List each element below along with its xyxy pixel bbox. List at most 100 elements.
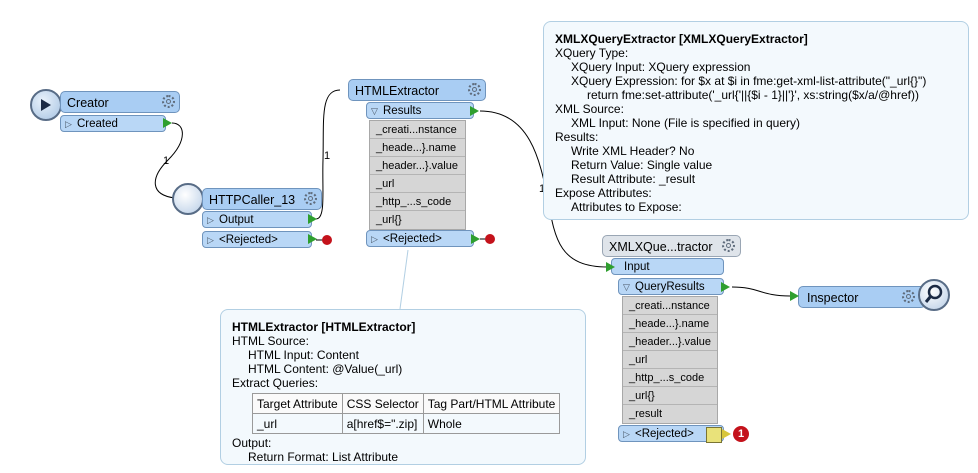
gear-icon[interactable] [468, 83, 481, 96]
magnifier-icon[interactable] [918, 279, 950, 311]
creator-title: Creator [67, 96, 109, 110]
expand-arrow-icon[interactable]: ▷ [207, 215, 214, 225]
tooltip-title: HTMLExtractor [HTMLExtractor] [232, 320, 416, 334]
wire-label-creator-http: 1 [163, 155, 170, 167]
xmlxqueryextractor-input-port[interactable]: Input [611, 258, 724, 275]
xmlxqueryextractor-title: XMLXQue...tractor [609, 240, 713, 254]
output-arrow-icon[interactable] [471, 234, 480, 244]
attribute-item: _url [370, 175, 465, 193]
wire-http-to-html [315, 89, 341, 220]
output-arrow-icon[interactable] [163, 118, 172, 128]
rejected-terminator-icon [485, 234, 495, 244]
httpcaller-title: HTTPCaller_13 [209, 193, 296, 207]
xmlxqueryextractor-tooltip: XMLXQueryExtractor [XMLXQueryExtractor] … [543, 21, 969, 220]
inspect-magnifier-icon[interactable] [706, 427, 722, 443]
tooltip-line: HTML Source: [232, 334, 309, 348]
output-arrow-icon[interactable] [470, 106, 479, 116]
xmlxqueryextractor-results-port[interactable]: ▽ QueryResults [618, 278, 724, 295]
gear-icon[interactable] [902, 290, 915, 303]
table-header: CSS Selector [341, 393, 424, 414]
table-cell: _url [252, 413, 343, 434]
extract-queries-table: Target Attribute CSS Selector Tag Part/H… [252, 393, 561, 434]
inspector-transformer[interactable]: Inspector [798, 286, 926, 308]
htmlextractor-title: HTMLExtractor [355, 84, 440, 98]
port-label: Output [219, 214, 254, 226]
tooltip-line: Output: [232, 436, 272, 450]
httpcaller-transformer[interactable]: HTTPCaller_13 [202, 188, 322, 210]
gear-icon[interactable] [304, 192, 317, 205]
attribute-item: _heade...}.name [623, 315, 717, 333]
attribute-item: _url [623, 351, 717, 369]
attribute-item: _creati...nstance [623, 297, 717, 315]
attribute-item: _header...}.value [370, 157, 465, 175]
htmlextractor-results-port[interactable]: ▽ Results [366, 102, 474, 119]
port-label: <Rejected> [219, 234, 278, 246]
tooltip-line: Write XML Header? No [571, 144, 695, 158]
output-arrow-icon[interactable] [308, 214, 317, 224]
creator-output-port[interactable]: ▷ Created [60, 115, 166, 132]
attribute-item: _heade...}.name [370, 139, 465, 157]
collapse-arrow-icon[interactable]: ▽ [623, 282, 630, 292]
httpcaller-output-port[interactable]: ▷ Output [202, 211, 312, 228]
port-label: Created [77, 118, 118, 130]
gear-icon[interactable] [722, 239, 735, 252]
tooltip-line: HTML Input: Content [248, 348, 359, 362]
xmlxqueryextractor-attribute-list: _creati...nstance _heade...}.name _heade… [622, 296, 718, 424]
rejected-terminator-icon [322, 235, 332, 245]
collapse-arrow-icon[interactable]: ▽ [371, 106, 378, 116]
gear-icon[interactable] [162, 95, 175, 108]
attribute-item: _http_...s_code [370, 193, 465, 211]
htmlextractor-rejected-port[interactable]: ▷ <Rejected> [366, 230, 474, 247]
tooltip-title: XMLXQueryExtractor [XMLXQueryExtractor] [555, 32, 808, 46]
http-caller-icon[interactable] [172, 183, 204, 215]
expand-arrow-icon[interactable]: ▷ [371, 234, 378, 244]
port-label: <Rejected> [383, 233, 442, 245]
tooltip-line: Expose Attributes: [555, 186, 652, 200]
output-arrow-icon[interactable] [308, 234, 317, 244]
xmlxqueryextractor-transformer[interactable]: XMLXQue...tractor [602, 235, 741, 257]
table-header: Tag Part/HTML Attribute [422, 393, 561, 414]
expand-arrow-icon[interactable]: ▷ [207, 235, 214, 245]
wire-label-html-xml: 1 [539, 183, 545, 195]
attribute-item: _http_...s_code [623, 369, 717, 387]
table-cell: Whole [422, 413, 561, 434]
tooltip-pointer-html [399, 249, 409, 310]
attribute-item: _url{} [376, 214, 402, 226]
attribute-item: _header...}.value [623, 333, 717, 351]
table-cell: a[href$=".zip] [341, 413, 424, 434]
wire-label-http-html: 1 [324, 150, 331, 162]
output-arrow-icon[interactable] [721, 282, 730, 292]
htmlextractor-transformer[interactable]: HTMLExtractor [348, 79, 486, 101]
tooltip-line: XQuery Expression: for $x at $i in fme:g… [571, 74, 927, 88]
table-row: _url a[href$=".zip] Whole [252, 413, 561, 434]
xmlxqueryextractor-rejected-port[interactable]: ▷ <Rejected> [618, 425, 724, 442]
wire-creator-to-http [154, 122, 183, 199]
port-label: Input [624, 261, 650, 273]
httpcaller-rejected-port[interactable]: ▷ <Rejected> [202, 231, 312, 248]
tooltip-line: XML Input: None (File is specified in qu… [571, 116, 800, 130]
input-arrow-icon [790, 291, 799, 301]
tooltip-line: Results: [555, 130, 599, 144]
port-label: QueryResults [635, 281, 705, 293]
tooltip-line: XQuery Input: XQuery expression [571, 60, 751, 74]
tooltip-line: Extract Queries: [232, 376, 319, 390]
tooltip-line: Return Format: List Attribute [248, 450, 399, 464]
expand-arrow-icon[interactable]: ▷ [65, 119, 72, 129]
feature-count-badge: 1 [733, 426, 749, 442]
output-arrow-icon[interactable] [722, 429, 731, 439]
inspector-title: Inspector [807, 291, 859, 305]
creator-transformer[interactable]: Creator [60, 91, 180, 113]
tooltip-line: Return Value: Single value [571, 158, 713, 172]
wire-xml-to-inspector [731, 286, 791, 297]
creator-icon[interactable] [30, 89, 62, 121]
tooltip-line: Attributes to Expose: [571, 200, 682, 214]
expand-arrow-icon[interactable]: ▷ [623, 429, 630, 439]
tooltip-line: return fme:set-attribute('_url{'||{$i - … [587, 88, 919, 102]
port-label: <Rejected> [635, 428, 694, 440]
attribute-item: _url{} [623, 387, 717, 405]
tooltip-line: XQuery Type: [555, 46, 629, 60]
attribute-item: _result [629, 408, 663, 420]
tooltip-line: HTML Content: @Value(_url) [248, 362, 403, 376]
htmlextractor-tooltip: HTMLExtractor [HTMLExtractor] HTML Sourc… [220, 309, 586, 465]
table-header: Target Attribute [252, 393, 343, 414]
